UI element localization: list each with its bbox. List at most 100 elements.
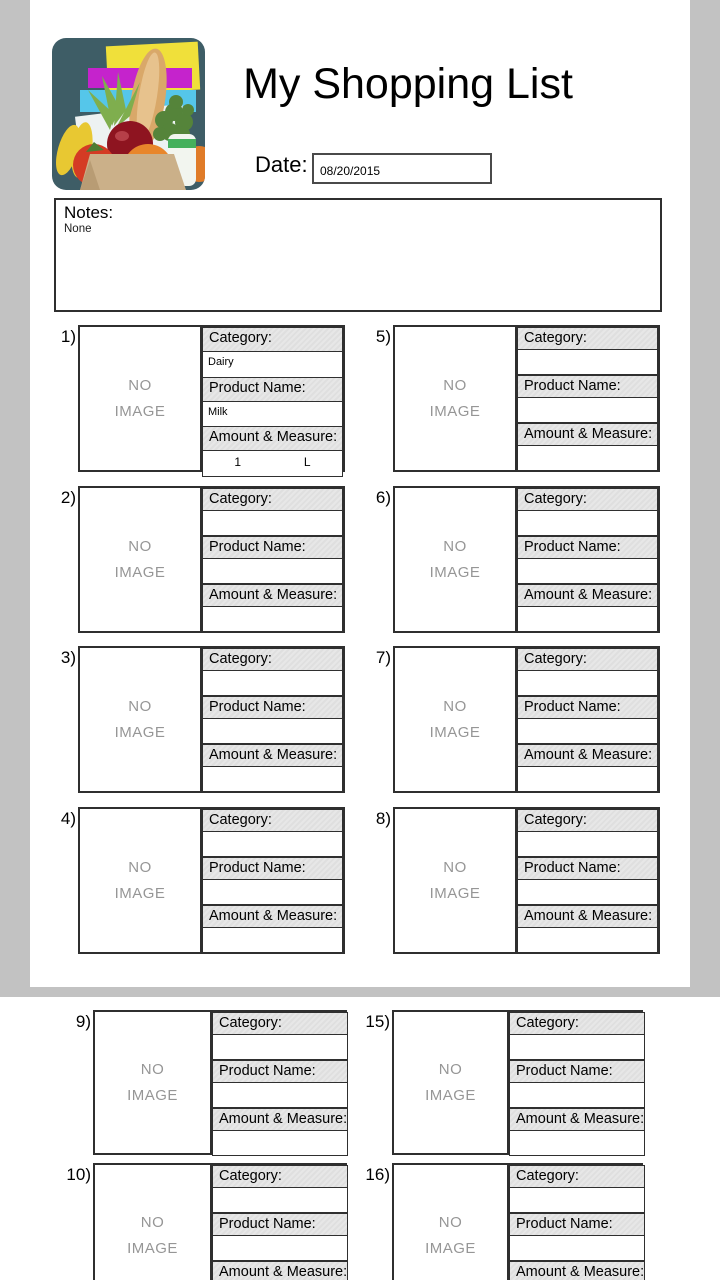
product-name-value[interactable] bbox=[202, 719, 343, 744]
measure-value[interactable] bbox=[577, 1131, 644, 1155]
amount-pair: Amount & Measure: bbox=[202, 744, 343, 792]
no-image-line1: NO bbox=[438, 1214, 463, 1231]
product-pair: Product Name: bbox=[202, 696, 343, 744]
amount-measure-header: Amount & Measure: bbox=[517, 905, 658, 928]
product-pair: Product Name: bbox=[509, 1060, 646, 1108]
product-name-value[interactable] bbox=[517, 398, 658, 423]
category-value[interactable] bbox=[202, 511, 343, 536]
amount-value[interactable] bbox=[213, 1131, 280, 1155]
product-name-value[interactable] bbox=[517, 719, 658, 744]
category-value[interactable] bbox=[509, 1035, 646, 1060]
amount-value[interactable] bbox=[518, 607, 588, 631]
product-name-value[interactable] bbox=[202, 880, 343, 905]
amount-value[interactable] bbox=[518, 928, 588, 952]
amount-measure-header: Amount & Measure: bbox=[517, 423, 658, 446]
category-pair: Category: bbox=[517, 327, 658, 375]
product-name-value[interactable] bbox=[202, 559, 343, 584]
amount-measure-value[interactable] bbox=[517, 607, 658, 632]
amount-value[interactable]: 1 bbox=[234, 455, 242, 469]
amount-pair: Amount & Measure: bbox=[517, 584, 658, 632]
date-label: Date: bbox=[255, 152, 308, 177]
amount-value[interactable] bbox=[203, 607, 273, 631]
amount-measure-header: Amount & Measure: bbox=[202, 744, 343, 767]
amount-value[interactable] bbox=[203, 928, 273, 952]
amount-measure-value[interactable] bbox=[517, 767, 658, 792]
product-name-value[interactable] bbox=[517, 880, 658, 905]
category-value[interactable] bbox=[517, 832, 658, 857]
image-placeholder[interactable]: NO IMAGE bbox=[394, 1165, 509, 1280]
measure-value[interactable]: L bbox=[303, 455, 311, 469]
image-placeholder[interactable]: NO IMAGE bbox=[395, 809, 517, 952]
product-name-value[interactable] bbox=[509, 1083, 646, 1108]
no-image-line1: NO bbox=[438, 1061, 463, 1078]
no-image-line2: IMAGE bbox=[429, 723, 481, 741]
item-fields: Category: Product Name: Amount & Measure… bbox=[517, 327, 658, 471]
image-placeholder[interactable]: NO IMAGE bbox=[395, 327, 517, 470]
product-name-header: Product Name: bbox=[517, 857, 658, 880]
date-input[interactable] bbox=[312, 153, 492, 184]
amount-pair: Amount & Measure: bbox=[509, 1261, 646, 1280]
amount-measure-value[interactable] bbox=[212, 1131, 349, 1156]
measure-value[interactable] bbox=[588, 767, 658, 791]
category-value[interactable] bbox=[202, 832, 343, 857]
measure-value[interactable] bbox=[273, 767, 343, 791]
product-name-value[interactable] bbox=[509, 1236, 646, 1261]
category-value[interactable] bbox=[202, 671, 343, 696]
amount-measure-value[interactable] bbox=[517, 928, 658, 953]
notes-box[interactable]: Notes: None bbox=[54, 198, 662, 312]
amount-value[interactable] bbox=[510, 1131, 577, 1155]
product-name-value[interactable] bbox=[517, 559, 658, 584]
amount-value[interactable] bbox=[203, 767, 273, 791]
amount-measure-header: Amount & Measure: bbox=[509, 1261, 646, 1280]
no-image-line1: NO bbox=[140, 1061, 165, 1078]
amount-value[interactable] bbox=[518, 446, 588, 470]
no-image-line2: IMAGE bbox=[114, 723, 166, 741]
product-name-value[interactable] bbox=[212, 1083, 349, 1108]
image-placeholder[interactable]: NO IMAGE bbox=[395, 648, 517, 791]
measure-value[interactable] bbox=[588, 928, 658, 952]
category-value[interactable] bbox=[517, 350, 658, 375]
image-placeholder[interactable]: NO IMAGE bbox=[95, 1012, 212, 1153]
product-name-header: Product Name: bbox=[509, 1060, 646, 1083]
image-placeholder[interactable]: NO IMAGE bbox=[394, 1012, 509, 1153]
image-placeholder[interactable]: NO IMAGE bbox=[395, 488, 517, 631]
amount-pair: Amount & Measure: bbox=[517, 423, 658, 471]
item-number: 3) bbox=[60, 648, 76, 667]
category-value[interactable] bbox=[212, 1035, 349, 1060]
image-placeholder[interactable]: NO IMAGE bbox=[95, 1165, 212, 1280]
category-value[interactable] bbox=[212, 1188, 349, 1213]
amount-measure-header: Amount & Measure: bbox=[509, 1108, 646, 1131]
measure-value[interactable] bbox=[588, 607, 658, 631]
image-placeholder[interactable]: NO IMAGE bbox=[80, 488, 202, 631]
item-fields: Category: Product Name: Amount & Measure… bbox=[202, 488, 343, 632]
image-placeholder[interactable]: NO IMAGE bbox=[80, 809, 202, 952]
amount-measure-value[interactable] bbox=[202, 607, 343, 632]
measure-value[interactable] bbox=[280, 1131, 347, 1155]
amount-measure-value[interactable]: 1 L bbox=[202, 451, 343, 477]
item-fields: Category: Product Name: Amount & Measure… bbox=[212, 1165, 349, 1280]
measure-value[interactable] bbox=[273, 607, 343, 631]
category-value[interactable] bbox=[509, 1188, 646, 1213]
category-value[interactable] bbox=[517, 511, 658, 536]
amount-measure-value[interactable] bbox=[202, 767, 343, 792]
amount-measure-value[interactable] bbox=[202, 928, 343, 953]
amount-value[interactable] bbox=[518, 767, 588, 791]
image-placeholder[interactable]: NO IMAGE bbox=[80, 327, 202, 470]
product-name-header: Product Name: bbox=[202, 696, 343, 719]
amount-measure-value[interactable] bbox=[517, 446, 658, 471]
item-fields: Category: Product Name: Amount & Measure… bbox=[202, 648, 343, 792]
measure-value[interactable] bbox=[273, 928, 343, 952]
item-card: 15) NO IMAGE Category: Product Name: Amo… bbox=[365, 1010, 646, 1156]
amount-measure-value[interactable] bbox=[509, 1131, 646, 1156]
item-card: 4) NO IMAGE Category: Product Name: Amou… bbox=[61, 807, 345, 954]
product-name-value[interactable] bbox=[212, 1236, 349, 1261]
category-header: Category: bbox=[509, 1012, 646, 1035]
category-value[interactable] bbox=[517, 671, 658, 696]
image-placeholder[interactable]: NO IMAGE bbox=[80, 648, 202, 791]
category-value[interactable]: Dairy bbox=[202, 352, 343, 378]
product-name-header: Product Name: bbox=[517, 536, 658, 559]
product-pair: Product Name: bbox=[517, 536, 658, 584]
product-name-value[interactable]: Milk bbox=[202, 401, 343, 428]
amount-measure-header: Amount & Measure: bbox=[517, 744, 658, 767]
measure-value[interactable] bbox=[588, 446, 658, 470]
